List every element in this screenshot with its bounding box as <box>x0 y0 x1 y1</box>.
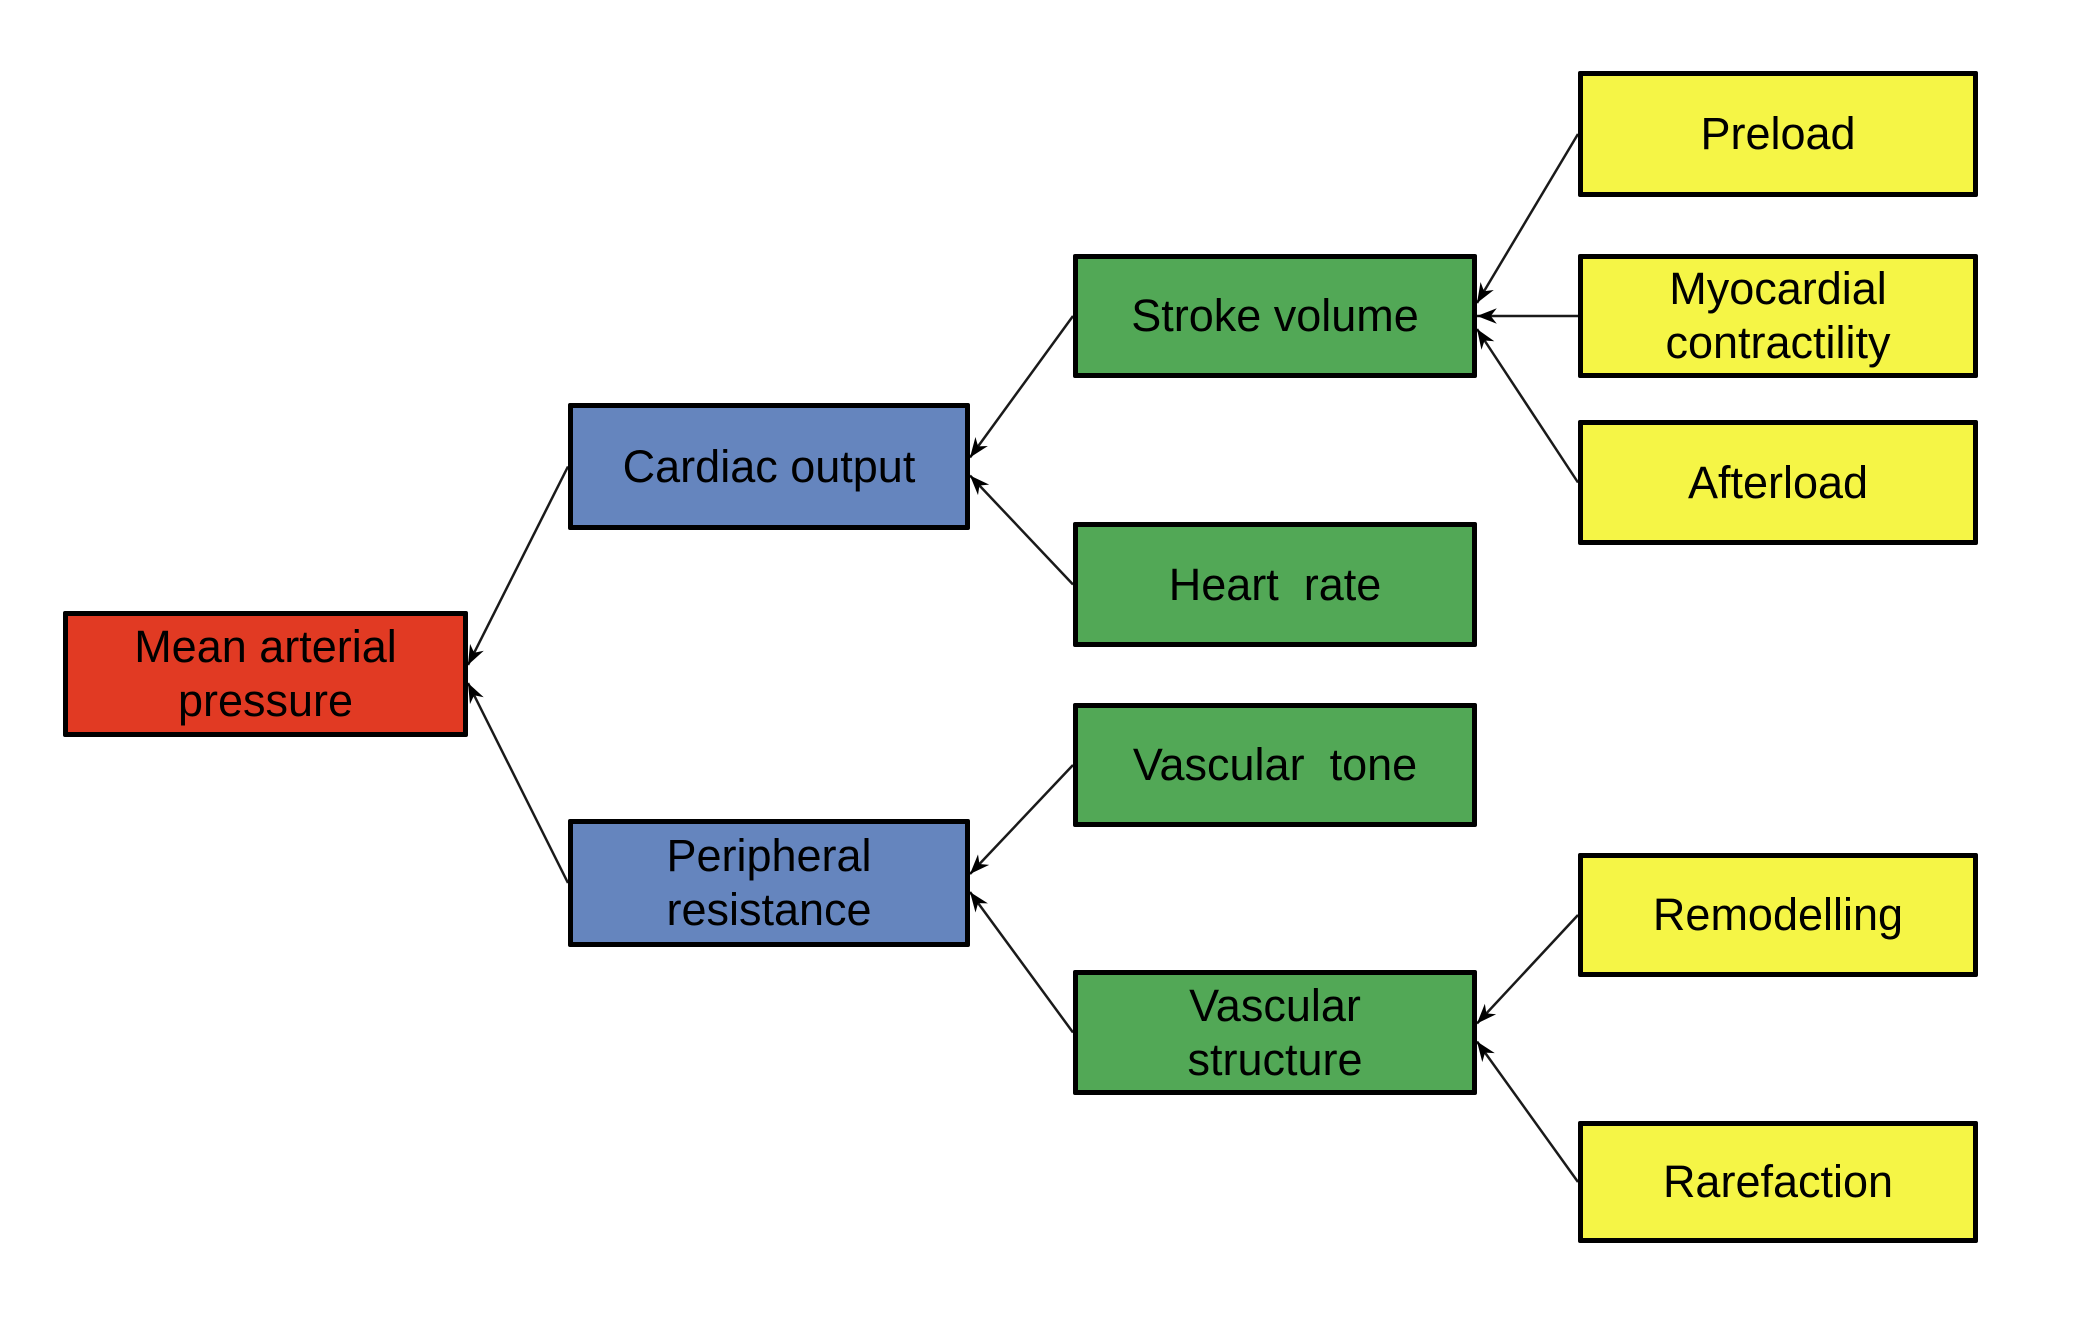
node-peripheral-resistance: Peripheral resistance <box>568 819 970 947</box>
edge-remodelling-to-vascular_structure <box>1476 914 1579 1025</box>
edge-cardiac_output-to-mean_arterial_pressure <box>466 465 570 666</box>
node-preload: Preload <box>1578 71 1978 197</box>
edge-preload-to-stroke_volume <box>1475 133 1580 304</box>
edge-rarefaction-to-vascular_structure <box>1475 1040 1580 1183</box>
node-vascular-tone: Vascular tone <box>1073 703 1477 827</box>
node-heart-rate: Heart rate <box>1073 522 1477 647</box>
edge-heart_rate-to-cardiac_output <box>969 474 1074 586</box>
node-cardiac-output: Cardiac output <box>568 403 970 530</box>
node-stroke-volume: Stroke volume <box>1073 254 1477 378</box>
node-afterload: Afterload <box>1578 420 1978 545</box>
edge-vascular_tone-to-peripheral_resistance <box>969 764 1074 875</box>
node-remodelling: Remodelling <box>1578 853 1978 977</box>
node-myocardial-contractility: Myocardial contractility <box>1578 254 1978 378</box>
edge-afterload-to-stroke_volume <box>1475 328 1580 484</box>
edge-vascular_structure-to-peripheral_resistance <box>968 891 1075 1034</box>
edge-peripheral_resistance-to-mean_arterial_pressure <box>466 682 570 884</box>
node-rarefaction: Rarefaction <box>1578 1121 1978 1243</box>
node-vascular-structure: Vascular structure <box>1073 970 1477 1095</box>
node-mean-arterial-pressure: Mean arterial pressure <box>63 611 468 737</box>
edge-stroke_volume-to-cardiac_output <box>968 315 1075 459</box>
